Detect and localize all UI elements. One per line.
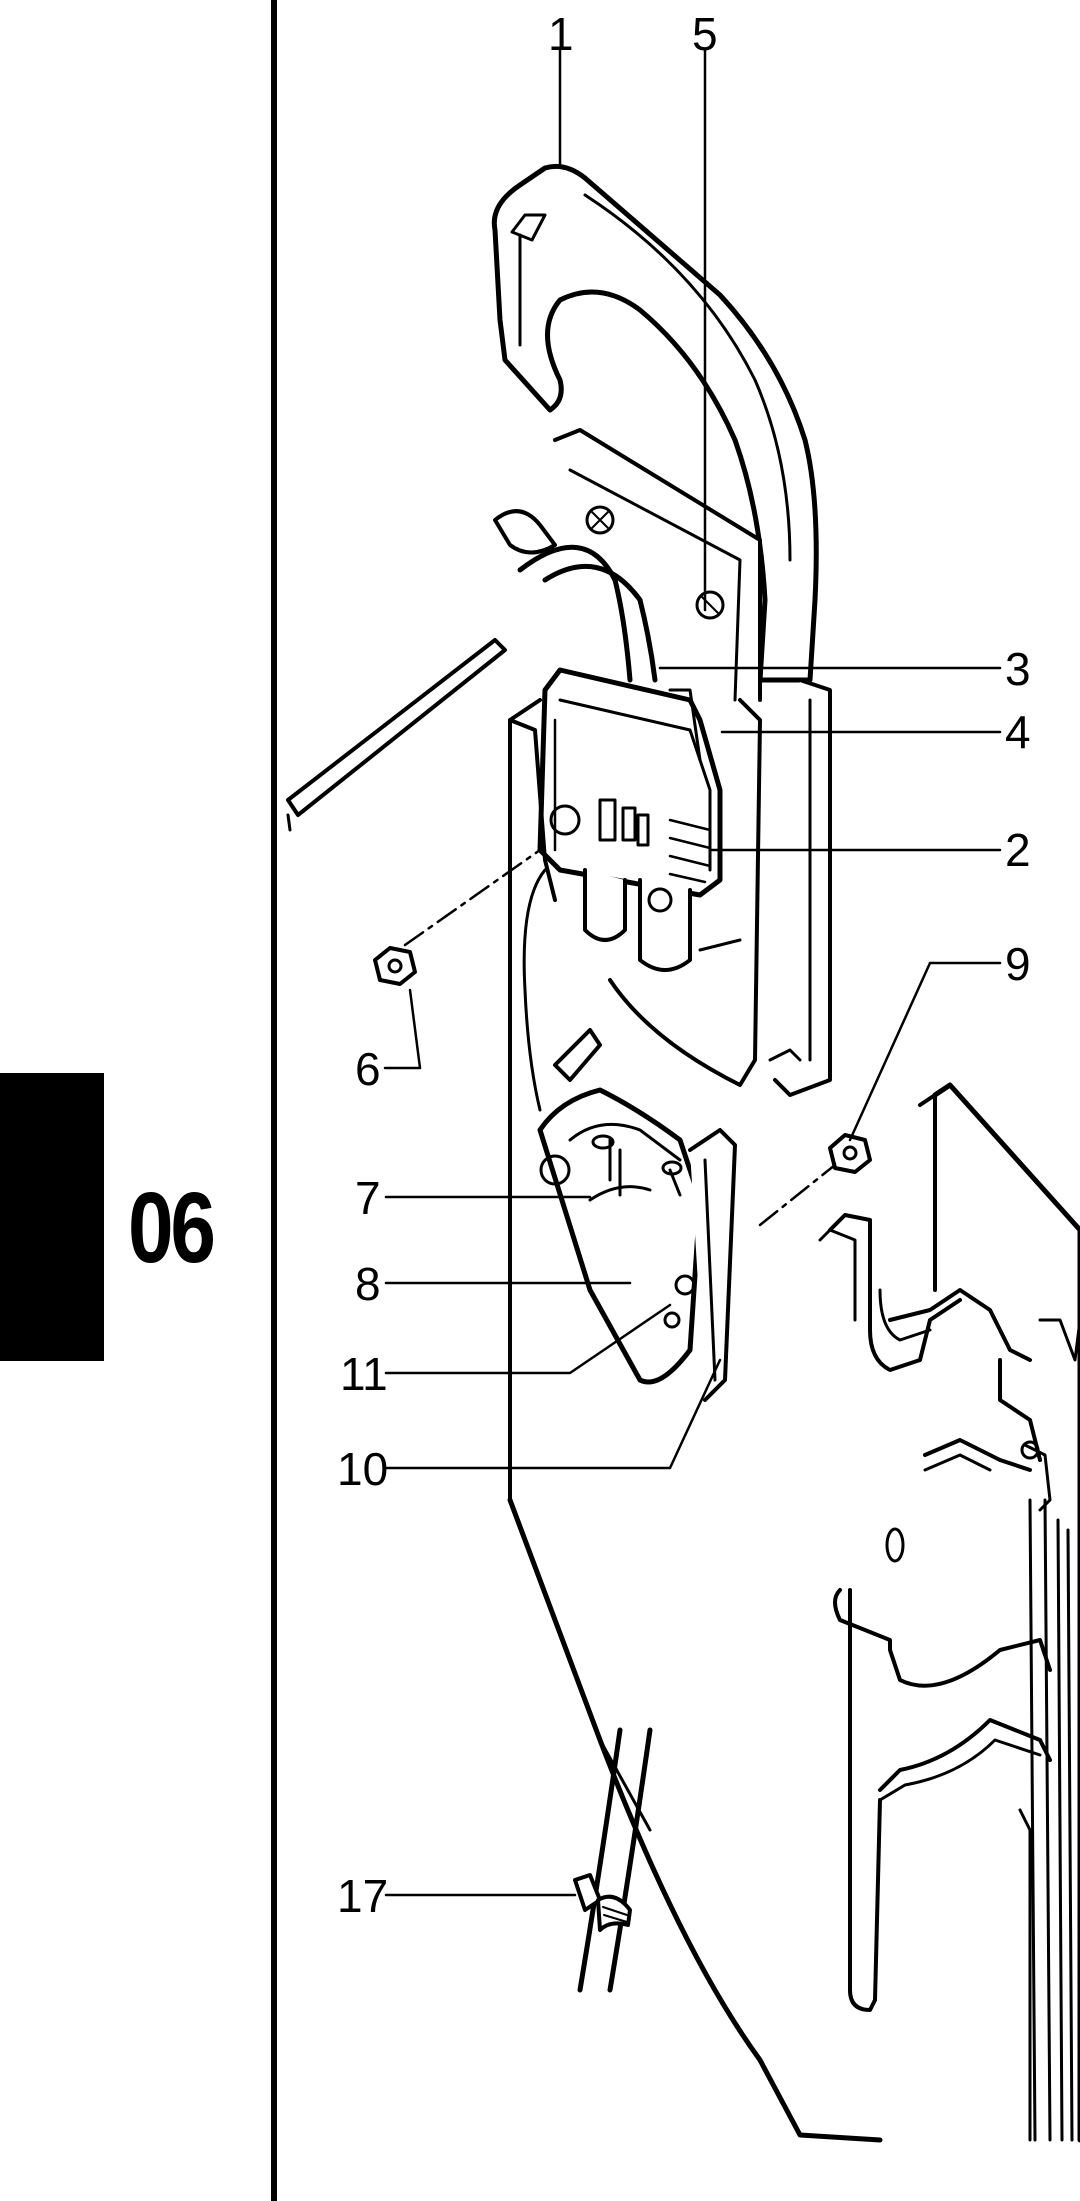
suppressor-assembly (537, 1028, 737, 1402)
assembly-axis-6 (403, 848, 542, 947)
leader-9 (848, 961, 1002, 1142)
gear-housing (818, 1082, 1080, 2143)
power-cord (493, 509, 658, 1993)
hex-nut-6 (373, 946, 417, 986)
callout-7: 7 (355, 1172, 381, 1224)
callout-17: 17 (337, 1870, 388, 1922)
callout-3: 3 (1005, 643, 1031, 695)
leader-6 (383, 988, 422, 1070)
callout-8: 8 (355, 1258, 381, 1310)
callout-labels: 1 5 3 4 2 9 6 7 8 11 10 17 (337, 8, 1031, 1922)
callout-9: 9 (1005, 938, 1031, 990)
leader-10 (384, 1358, 722, 1470)
switch-bracket (553, 428, 832, 1097)
callout-10: 10 (337, 1443, 388, 1495)
callout-2: 2 (1005, 824, 1031, 876)
callout-5: 5 (692, 8, 718, 60)
chapter-number: 06 (128, 1172, 216, 1284)
housing-rail (508, 698, 762, 1087)
leader-11 (384, 1303, 672, 1375)
callout-6: 6 (355, 1043, 381, 1095)
assembly-axis-9 (758, 1163, 837, 1227)
lead-wire (522, 868, 547, 1112)
handle-cover (491, 163, 819, 683)
chapter-tab (0, 1073, 104, 1361)
trigger-switch (537, 667, 723, 972)
cord-clamp (573, 1873, 632, 1932)
callout-1: 1 (548, 8, 574, 60)
leader-lines (383, 48, 1002, 1897)
callout-4: 4 (1005, 706, 1031, 758)
callout-11: 11 (340, 1348, 388, 1400)
hex-nut-9 (828, 1133, 872, 1174)
